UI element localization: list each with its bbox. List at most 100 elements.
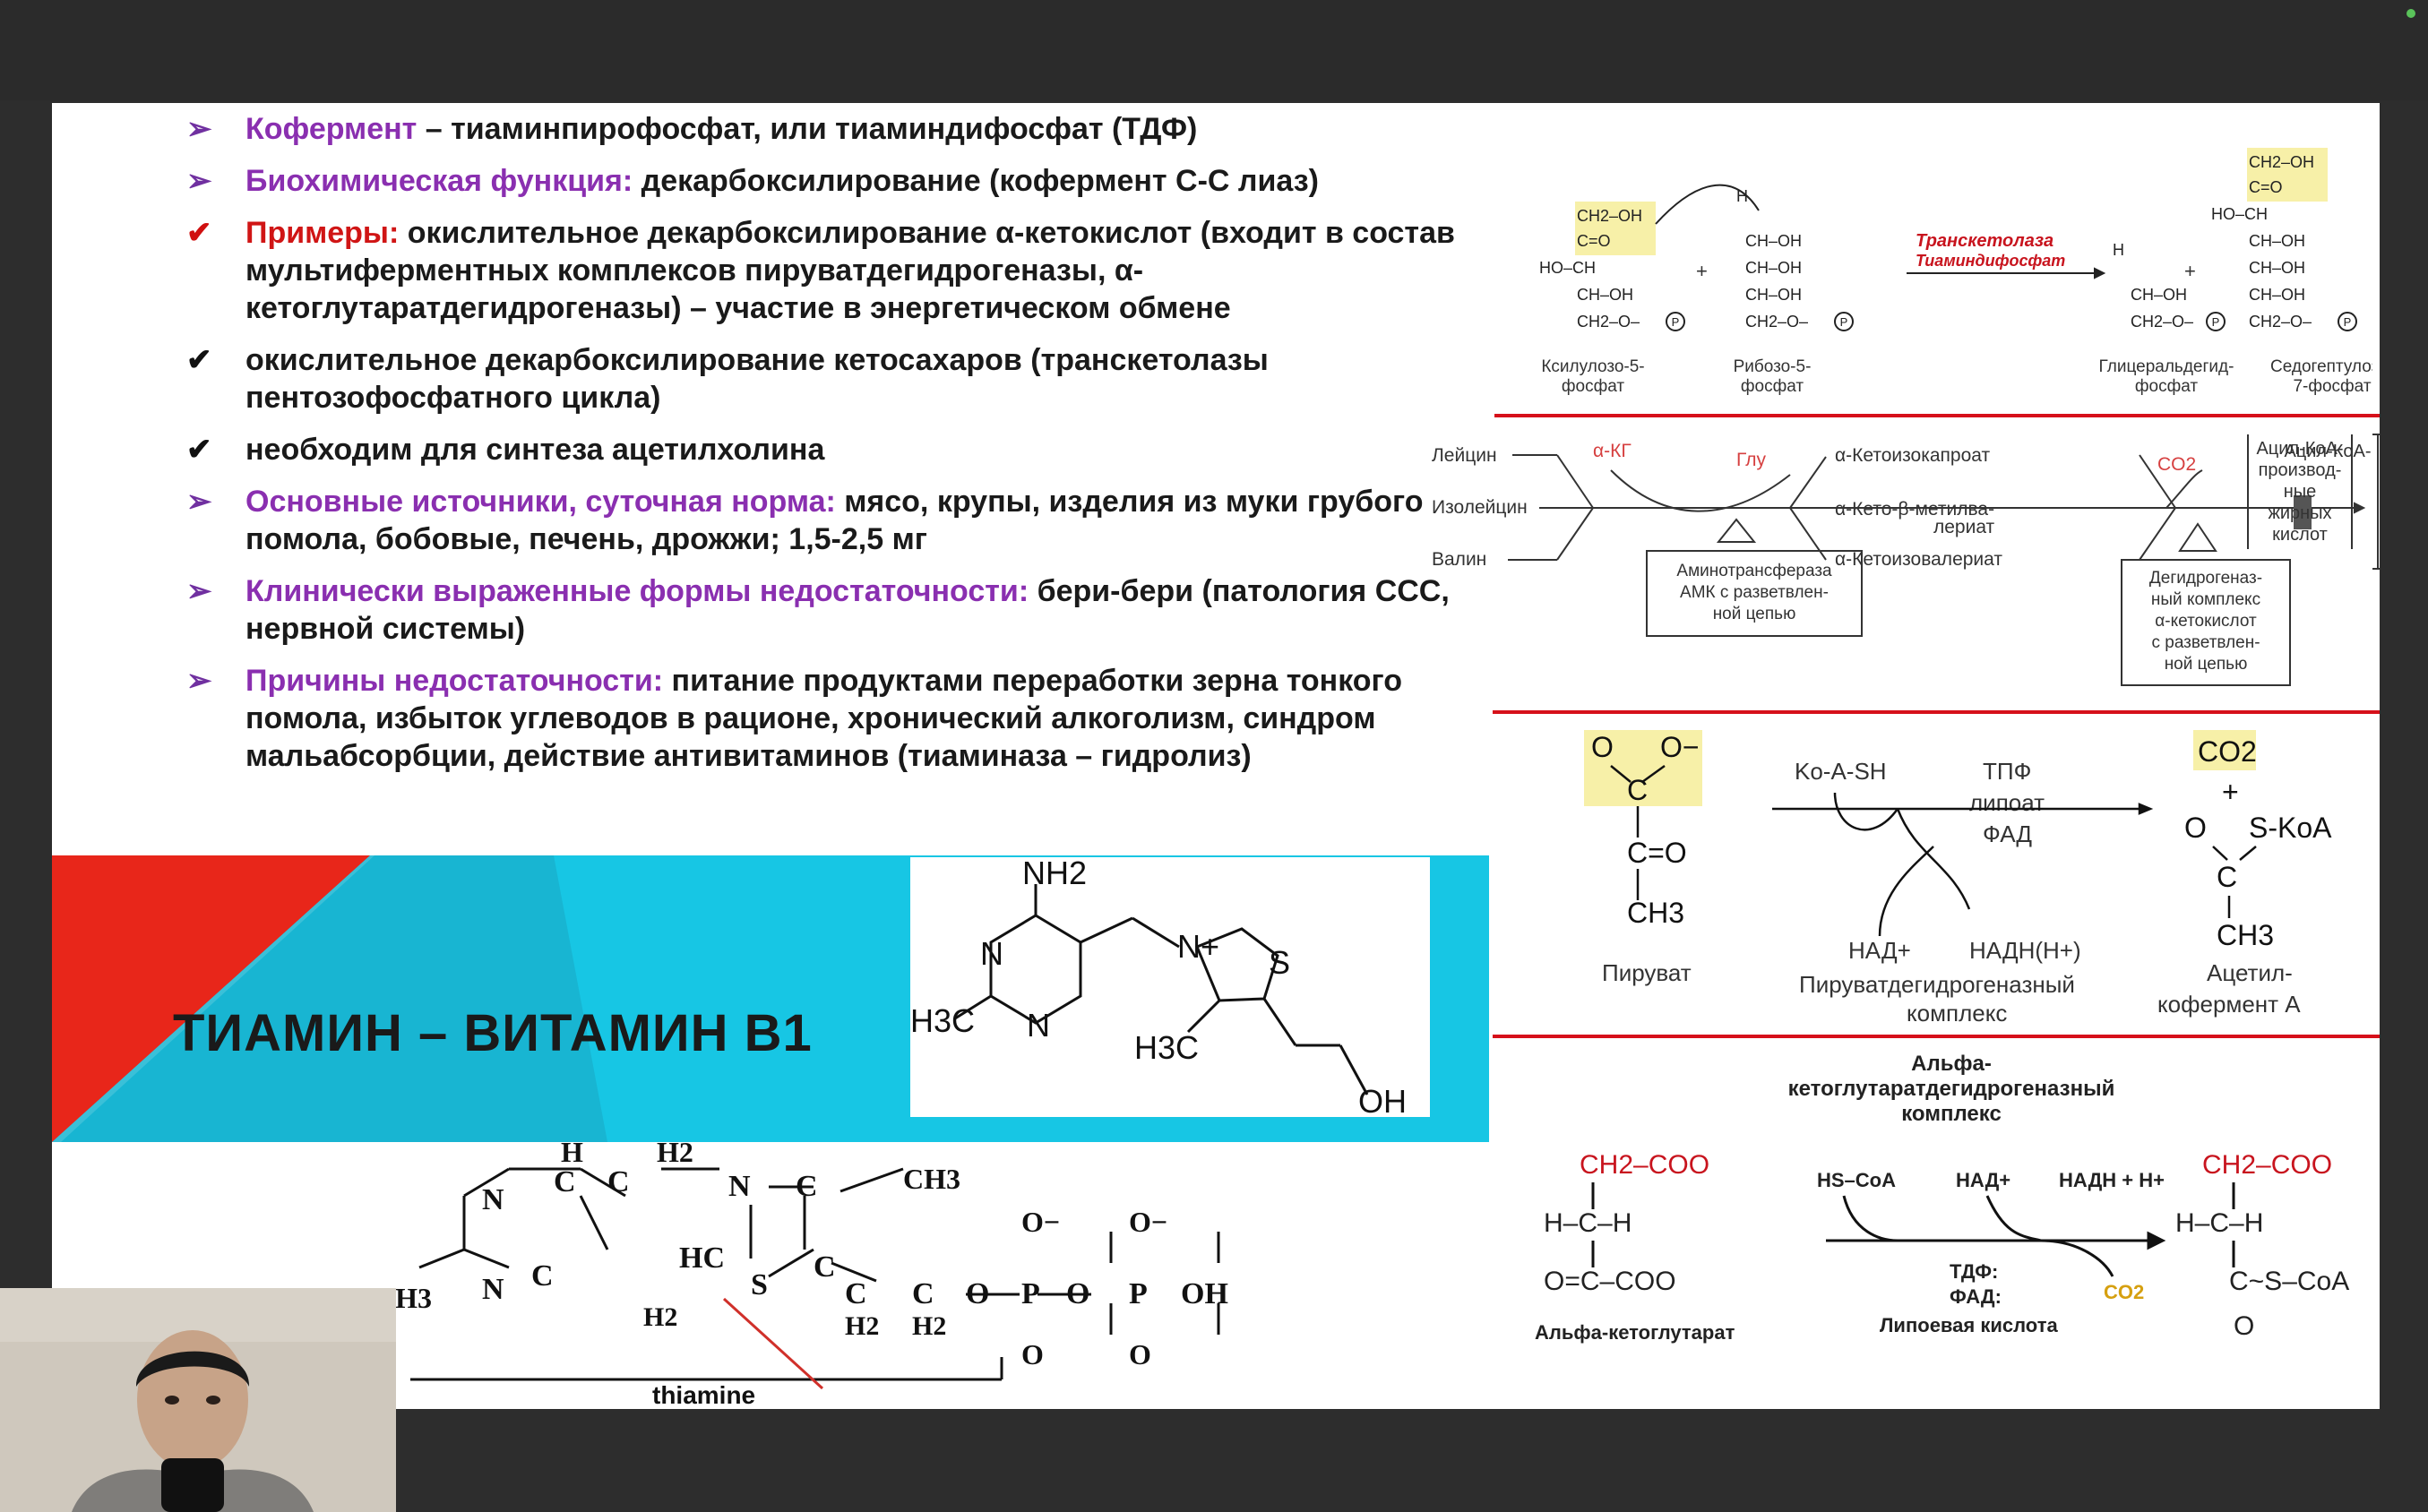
akgdh-hscoa: HS–CoA: [1817, 1169, 1896, 1191]
tk-p2: P: [1840, 315, 1848, 329]
tk-ri-choh1: CH–OH: [1745, 232, 1802, 250]
tk-p4: P: [2344, 315, 2352, 329]
bcaa-result: Ацил-КоА- производ- ные жирных кислот: [2247, 434, 2353, 549]
tpp-c1: C: [554, 1165, 576, 1198]
tk-label-ri-1: Рибозо-5-: [1734, 357, 1812, 376]
tpp-o-minus-2: O−: [1129, 1206, 1167, 1238]
tk-cofactor: Тиаминдифосфат: [1916, 252, 2065, 270]
tk-sh-choh2: CH–OH: [2249, 259, 2305, 277]
bcaa-result-l1: Ацил-КоА-: [2284, 442, 2371, 461]
divider-2: [1493, 710, 2380, 714]
bcaa-result-line-3: ные: [2283, 482, 2317, 502]
akgdh-nadh: НАДН + Н+: [2059, 1169, 2165, 1191]
pdh-c2: C: [2217, 861, 2237, 893]
bullet-highlight: Основные источники, суточная норма:: [245, 485, 836, 519]
tk-xu-hoch: HO–CH: [1539, 259, 1596, 277]
bcaa-enzyme1-l2: АМК с разветвлен-: [1680, 583, 1829, 602]
bullet-highlight: Клинически выраженные формы недостаточно…: [245, 574, 1029, 608]
akgdh-title-1: Альфа-: [1911, 1052, 1992, 1076]
pdh-o-minus: O−: [1660, 731, 1700, 763]
bullet-text: бери-бери (патология ССС, нервной систем…: [245, 574, 1450, 646]
thiamine-molecule: NH2 N N H3C N+ S H3C OH: [910, 855, 1430, 1120]
akgdh-panel: Альфа- кетоглутаратдегидрогеназный компл…: [1535, 1052, 2349, 1344]
bcaa-enzyme1-l1: Аминотрансфераза: [1676, 562, 1832, 580]
bcaa-product-3: α-Кетоизовалериат: [1835, 549, 2002, 570]
tpp-c3: C: [796, 1170, 818, 1203]
tk-ri-choh3: CH–OH: [1745, 286, 1802, 304]
divider-1: [1494, 414, 2380, 417]
presenter-video: [0, 1288, 396, 1512]
bullet-text: необходим для синтеза ацетилхолина: [245, 433, 825, 467]
tk-label-sh-1: Седогептулозо-: [2270, 357, 2372, 376]
akgdh-co2: CO2: [2104, 1281, 2144, 1303]
tk-p3: P: [2212, 315, 2220, 329]
tk-label-ga-2: фосфат: [2135, 377, 2198, 396]
tk-sh-choh3: CH–OH: [2249, 286, 2305, 304]
akgdh-ch2coo: CH2–COO: [1580, 1150, 1709, 1180]
thiamine-n1: N: [980, 935, 1003, 972]
bcaa-input-leucine: Лейцин: [1432, 445, 1497, 466]
pdh-complex-1: Пируватдегидрогеназный: [1799, 971, 2075, 998]
arrow-bullet-icon: ➢: [186, 574, 212, 608]
bcaa-enzyme2-l2: ный комплекс: [2151, 590, 2260, 609]
tpp-s: S: [751, 1268, 768, 1302]
tpp-h2-b: H2: [912, 1311, 946, 1341]
arrow-bullet-icon: ➢: [186, 112, 212, 146]
thiamine-oh: OH: [1358, 1083, 1407, 1117]
akgdh-tdp: ТДФ:: [1950, 1260, 1998, 1283]
akgdh-product-o: O: [2234, 1311, 2254, 1341]
tpp-c2: C: [607, 1165, 630, 1198]
bullet-item: ➢Причины недостаточности: питание продук…: [142, 662, 1503, 775]
tk-ga-choh: CH–OH: [2131, 286, 2187, 304]
pdh-product-2: кофермент А: [2157, 991, 2301, 1018]
pdh-ch3-2: CH3: [2217, 919, 2274, 951]
pdh-lipoate: липоат: [1969, 789, 2045, 816]
bullet-item: ➢ Основные источники, суточная норма: мяс…: [142, 483, 1503, 558]
tpp-h2-a: H2: [845, 1311, 879, 1341]
bullet-item: ➢Биохимическая функция: декарбоксилирова…: [142, 162, 1503, 200]
bullet-highlight: Биохимическая функция:: [245, 164, 633, 198]
tk-plus-1: +: [1696, 260, 1708, 282]
bcaa-result-line-1: Ацил-КоА-: [2256, 439, 2344, 459]
pdh-substrate: Пируват: [1602, 959, 1692, 986]
banner-shapes: [52, 855, 607, 1142]
tk-xu-choh: CH–OH: [1577, 286, 1633, 304]
bullet-item: ✔Примеры: окислительное декарбоксилирова…: [142, 214, 1503, 327]
bullet-text: окислительное декарбоксилирование α-кето…: [245, 216, 1455, 325]
bullet-item: ✔необходим для синтеза ацетилхолина: [142, 431, 1503, 468]
pdh-co: C=O: [1627, 837, 1687, 869]
tpp-o-mid: O: [1066, 1277, 1089, 1310]
tk-sh-choh1: CH–OH: [2249, 232, 2305, 250]
pdh-product-1: Ацетил-: [2207, 959, 2293, 986]
akgdh-lipoic: Липоевая кислота: [1880, 1314, 2058, 1336]
bcaa-enzyme2-l4: с разветвлен-: [2151, 633, 2260, 652]
tpp-c4: C: [531, 1259, 554, 1293]
arrow-bullet-icon: ➢: [186, 664, 212, 698]
pdh-complex-2: комплекс: [1907, 1000, 2007, 1026]
bcaa-co2: CO2: [2157, 454, 2196, 475]
tpp-c-link2: C: [912, 1277, 934, 1310]
akgdh-title-2: кетоглутаратдегидрогеназный: [1788, 1077, 2115, 1101]
thiamine-structure: NH2 N N H3C N+ S H3C OH: [910, 855, 1407, 1120]
bcaa-product-2b: лериат: [1933, 517, 1995, 537]
thiamine-s: S: [1269, 944, 1290, 981]
bcaa-enzyme1-l3: ной цепью: [1713, 605, 1796, 623]
pdh-fad: ФАД: [1983, 820, 2032, 847]
tpp-o-minus-1: O−: [1021, 1206, 1060, 1238]
bcaa-enzyme2-l5: ной цепью: [2165, 655, 2248, 674]
webcam-thumbnail[interactable]: [0, 1288, 396, 1512]
thiamine-nh2: NH2: [1022, 857, 1087, 891]
tpp-n-left: N: [482, 1183, 504, 1216]
akgdh-fad: ФАД:: [1950, 1285, 2002, 1308]
bullet-text: окислительное декарбоксилирование кетоса…: [245, 343, 1269, 415]
tpp-o-dbl2: O: [1129, 1338, 1151, 1370]
akgdh-substrate: Альфа-кетоглутарат: [1535, 1321, 1735, 1344]
bullet-text: мясо, крупы, изделия из муки грубого пом…: [245, 485, 1424, 556]
banner-title: ТИАМИН – ВИТАМИН В1: [173, 1004, 813, 1062]
bcaa-enzyme2-l1: Дегидрогеназ-: [2149, 569, 2262, 588]
tk-xu-ch2oh: CH2–OH: [1577, 207, 1642, 225]
tpp-c-link1: C: [845, 1277, 867, 1310]
arrow-bullet-icon: ➢: [186, 485, 212, 519]
presentation-slide: ➢Кофермент – тиаминпирофосфат, или тиами…: [52, 103, 2380, 1409]
tpp-n-bottom: N: [482, 1273, 504, 1306]
